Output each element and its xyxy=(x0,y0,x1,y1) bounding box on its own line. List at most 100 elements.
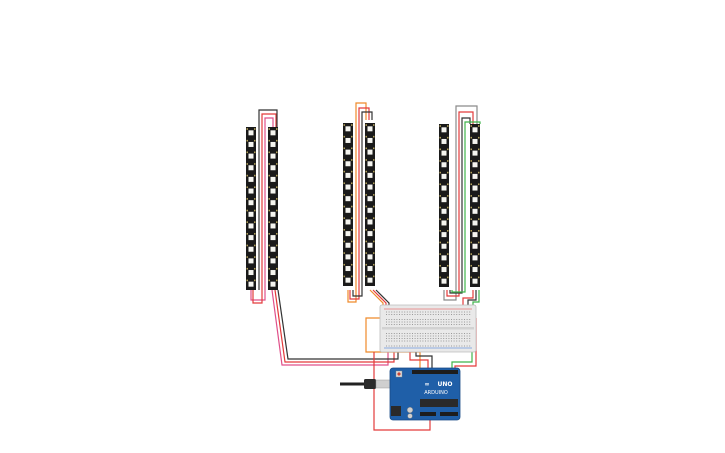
wire-black-bb-to-board[interactable] xyxy=(415,352,433,372)
led-pad xyxy=(343,275,345,278)
breadboard-hole xyxy=(469,311,471,313)
led-pad xyxy=(365,217,367,219)
breadboard-hole xyxy=(461,335,463,337)
led xyxy=(367,207,373,213)
wire-pink-long[interactable] xyxy=(271,289,389,366)
wire-red-bb-to-board[interactable] xyxy=(409,352,429,372)
breadboard-hole xyxy=(417,319,419,320)
breadboard-hole xyxy=(406,311,408,313)
led xyxy=(441,208,447,214)
led xyxy=(345,242,351,248)
led-pad xyxy=(343,229,345,231)
breadboard-hole xyxy=(430,311,432,313)
led-pad xyxy=(268,279,270,282)
breadboard-hole xyxy=(461,321,463,323)
breadboard-hole xyxy=(406,345,408,347)
wire-red-loop-2[interactable] xyxy=(349,107,370,300)
led-pad xyxy=(276,256,278,258)
breadboard-hole xyxy=(451,311,452,313)
led xyxy=(270,130,276,136)
breadboard[interactable] xyxy=(379,304,477,353)
wire-green-3-to-bb[interactable] xyxy=(472,290,480,305)
led-pad xyxy=(276,186,278,189)
led-pad xyxy=(478,195,480,197)
breadboard-hole xyxy=(399,311,400,313)
breadboard-hole xyxy=(406,314,408,315)
breadboard-hole xyxy=(391,338,393,339)
digital-header xyxy=(412,370,458,374)
led-pad xyxy=(343,124,345,126)
breadboard-hole xyxy=(440,338,442,339)
led-pad xyxy=(447,218,449,220)
breadboard-hole xyxy=(430,345,432,347)
led-pad xyxy=(478,125,480,127)
led-pad xyxy=(268,244,270,247)
breadboard-hole xyxy=(440,314,442,315)
wire-black-loop-3[interactable] xyxy=(449,117,471,294)
strip-1a[interactable] xyxy=(246,127,256,290)
breadboard-hole xyxy=(404,338,406,339)
arduino-board[interactable]: ∞ UNO ARDUINO xyxy=(340,367,461,421)
breadboard-hole xyxy=(425,321,426,323)
led xyxy=(345,231,351,237)
breadboard-hole xyxy=(464,338,465,339)
wire-red-loop-1[interactable] xyxy=(252,113,277,304)
wire-black-3-to-bb[interactable] xyxy=(467,290,477,305)
breadboard-hole xyxy=(451,335,452,337)
breadboard-hole xyxy=(453,340,455,342)
led-strips xyxy=(246,123,480,290)
led-pad xyxy=(439,206,441,209)
breadboard-hole xyxy=(432,338,434,339)
breadboard-hole xyxy=(417,321,419,323)
led-pad xyxy=(439,218,441,220)
breadboard-hole xyxy=(461,338,463,339)
wire-black-loop-2[interactable] xyxy=(352,111,373,297)
breadboard-hole xyxy=(453,338,455,339)
breadboard-hole xyxy=(456,319,458,320)
wire-black-long[interactable] xyxy=(277,289,399,360)
breadboard-hole xyxy=(461,311,463,313)
breadboard-hole xyxy=(393,338,395,339)
strip-1b[interactable] xyxy=(268,127,278,290)
breadboard-hole xyxy=(435,345,437,347)
led xyxy=(367,126,373,132)
led xyxy=(248,246,254,252)
breadboard-hole xyxy=(427,335,429,337)
breadboard-hole xyxy=(464,319,465,320)
led xyxy=(248,153,254,159)
breadboard-hole xyxy=(404,345,406,347)
breadboard-hole xyxy=(412,333,413,334)
wire-red-power-loop[interactable] xyxy=(373,352,431,431)
led xyxy=(367,137,373,143)
wire-orange-bb-to-board[interactable] xyxy=(365,317,421,372)
strip-3a[interactable] xyxy=(439,124,449,287)
power-jack xyxy=(391,406,401,416)
breadboard-hole xyxy=(456,345,458,347)
wire-black-loop-1[interactable] xyxy=(258,109,278,290)
led-pad xyxy=(447,148,449,151)
led-pad xyxy=(447,253,449,255)
wire-green-loop-3[interactable] xyxy=(451,121,481,293)
strip-2a[interactable] xyxy=(343,123,353,286)
wire-red-3-to-bb[interactable] xyxy=(462,290,474,305)
wire-gray-loop-3[interactable] xyxy=(443,105,478,301)
led-pad xyxy=(373,263,375,266)
strip-3b[interactable] xyxy=(470,124,480,287)
breadboard-hole xyxy=(438,340,439,342)
breadboard-hole xyxy=(432,335,434,337)
led-pad xyxy=(254,209,256,212)
led-pad xyxy=(351,124,353,126)
led-pad xyxy=(268,139,270,142)
wire-pink-loop-1[interactable] xyxy=(250,117,274,301)
wire-red-loop-3[interactable] xyxy=(446,111,474,297)
led-pad xyxy=(268,233,270,235)
strip-2b[interactable] xyxy=(365,123,375,286)
wire-red-long[interactable] xyxy=(274,289,395,363)
led-pad xyxy=(470,230,472,232)
wire-orange-loop-2[interactable] xyxy=(347,102,367,303)
breadboard-hole xyxy=(409,338,411,339)
breadboard-hole xyxy=(464,314,465,315)
capacitor-1 xyxy=(407,407,414,414)
breadboard-hole xyxy=(417,314,419,315)
